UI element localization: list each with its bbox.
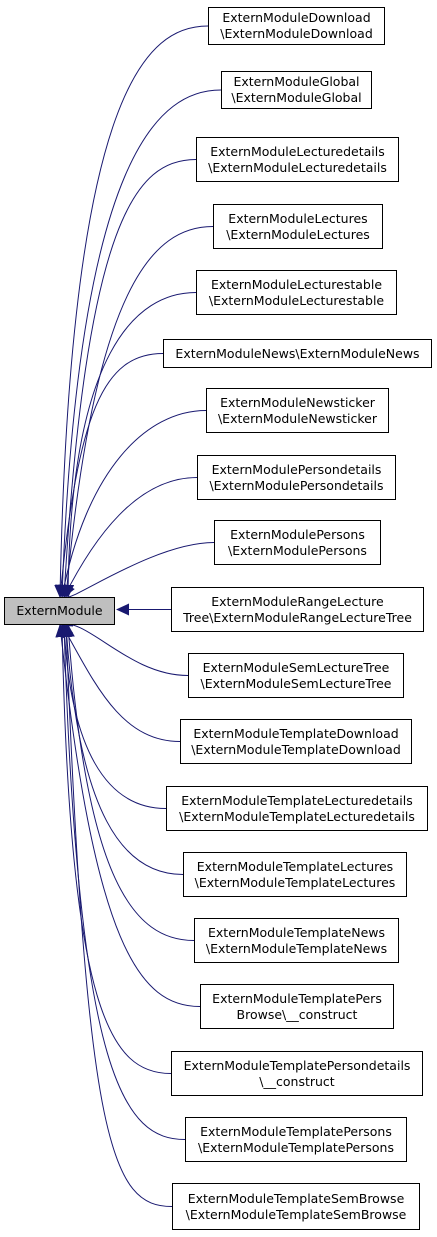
class-node[interactable]: ExternModuleSemLectureTree\ExternModuleS… xyxy=(188,653,404,698)
class-node-label: Browse\__construct xyxy=(236,1006,358,1022)
inheritance-edge xyxy=(54,25,209,598)
class-node-label: \ExternModulePersondetails xyxy=(209,477,384,493)
inheritance-edge xyxy=(60,624,173,1207)
inheritance-edge xyxy=(65,542,215,611)
class-node[interactable]: ExternModulePersons\ExternModulePersons xyxy=(214,520,381,565)
class-node[interactable]: ExternModuleTemplatePersons\ExternModule… xyxy=(185,1117,407,1162)
root-node-externmodule: ExternModule xyxy=(4,597,115,625)
class-node-label: ExternModuleTemplateLectures xyxy=(196,858,394,874)
inheritance-edge xyxy=(61,624,181,742)
class-node[interactable]: ExternModuleTemplateSemBrowse\ExternModu… xyxy=(172,1183,420,1230)
inheritance-edge xyxy=(58,624,186,1140)
class-node-label: \ExternModuleNewsticker xyxy=(217,410,378,426)
class-node-label: \ExternModuleDownload xyxy=(220,26,373,41)
inheritance-edge xyxy=(55,624,201,1007)
class-node[interactable]: ExternModuleLecturestable\ExternModuleLe… xyxy=(196,270,397,315)
class-node[interactable]: ExternModuleLecturedetails\ExternModuleL… xyxy=(196,137,399,182)
class-node-label: \ExternModuleTemplateDownload xyxy=(191,741,401,757)
class-node-label: \ExternModuleLecturestable xyxy=(208,292,385,308)
class-node-label: ExternModuleTemplateNews xyxy=(208,924,385,940)
class-node-label: ExternModuleLecturedetails xyxy=(210,143,385,159)
class-node-label: ExternModuleTemplateLecturedetails xyxy=(181,792,413,808)
inheritance-edge xyxy=(58,624,167,809)
class-node[interactable]: ExternModuleTemplateLectures\ExternModul… xyxy=(183,852,407,897)
inheritance-edge xyxy=(61,226,214,598)
inheritance-edge xyxy=(58,159,197,598)
inheritance-edge xyxy=(55,353,164,598)
class-node-label: \ExternModuleGlobal xyxy=(231,90,362,105)
class-node-label: \ExternModuleTemplateLectures xyxy=(194,874,396,890)
class-node-label: \ExternModuleTemplateLecturedetails xyxy=(179,808,415,824)
inheritance-edge xyxy=(62,292,197,598)
class-node[interactable]: ExternModuleGlobal\ExternModuleGlobal xyxy=(221,71,372,109)
inheritance-edge xyxy=(62,624,195,941)
class-node-label: Tree\ExternModuleRangeLectureTree xyxy=(183,609,412,625)
class-node-label: \__construct xyxy=(259,1073,335,1089)
class-node[interactable]: ExternModuleTemplatePersondetails\__cons… xyxy=(171,1051,423,1096)
class-node-label: \ExternModuleSemLectureTree xyxy=(200,675,392,691)
class-node-label: \ExternModuleTemplatePersons xyxy=(198,1139,394,1155)
class-node-label: ExternModuleTemplateDownload xyxy=(193,725,399,741)
inheritance-edge xyxy=(63,477,198,598)
inheritance-edge xyxy=(56,89,222,598)
class-node[interactable]: ExternModuleTemplateDownload\ExternModul… xyxy=(180,719,412,764)
inheritance-edge xyxy=(56,624,172,1074)
class-node-label: ExternModuleTemplatePers xyxy=(212,990,382,1006)
class-node-label: ExternModuleTemplatePersons xyxy=(200,1123,392,1139)
class-node[interactable]: ExternModuleNews\ExternModuleNews xyxy=(163,339,432,368)
class-node-label: ExternModuleLectures xyxy=(228,210,368,226)
inheritance-edge xyxy=(60,624,184,875)
class-node-label: \ExternModuleTemplateSemBrowse xyxy=(185,1206,407,1222)
class-node-label: \ExternModulePersons xyxy=(228,542,367,558)
class-node-label: ExternModulePersondetails xyxy=(211,461,382,477)
class-node-label: ExternModuleRangeLecture xyxy=(211,593,384,609)
inheritance-edge xyxy=(59,615,189,676)
class-node-label: ExternModuleNewsticker xyxy=(220,394,375,410)
class-node[interactable]: ExternModuleLectures\ExternModuleLecture… xyxy=(213,204,383,249)
class-node[interactable]: ExternModuleNewsticker\ExternModuleNewst… xyxy=(206,388,389,433)
class-node-label: ExternModuleNews\ExternModuleNews xyxy=(175,345,420,361)
class-node-label: \ExternModuleLectures xyxy=(226,226,370,242)
class-node-label: ExternModuleSemLectureTree xyxy=(202,659,390,675)
inheritance-edge xyxy=(58,410,207,598)
class-node-label: ExternModuleGlobal xyxy=(233,74,360,89)
class-node[interactable]: ExternModuleTemplateNews\ExternModuleTem… xyxy=(194,918,399,963)
class-node-label: ExternModulePersons xyxy=(230,526,365,542)
class-node-label: ExternModuleTemplatePersondetails xyxy=(183,1057,411,1073)
class-node-label: \ExternModuleLecturedetails xyxy=(208,159,387,175)
class-node[interactable]: ExternModulePersondetails\ExternModulePe… xyxy=(197,455,396,500)
class-node[interactable]: ExternModuleTemplateLecturedetails\Exter… xyxy=(166,786,428,831)
class-node-label: \ExternModuleTemplateNews xyxy=(205,940,388,956)
class-node-label: ExternModuleDownload xyxy=(222,10,371,25)
class-node-label: ExternModuleLecturestable xyxy=(210,276,383,292)
class-node[interactable]: ExternModuleDownload\ExternModuleDownloa… xyxy=(208,7,385,45)
class-node-label: ExternModuleTemplateSemBrowse xyxy=(187,1190,405,1206)
root-node-label: ExternModule xyxy=(16,603,103,618)
